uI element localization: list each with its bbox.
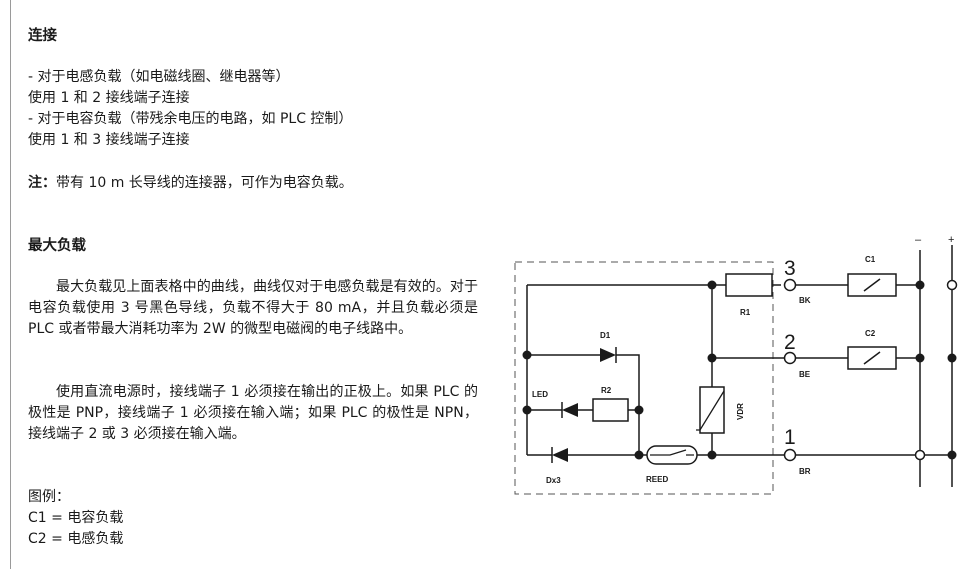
terminal-2-wire: BE xyxy=(799,370,811,379)
sensor-housing xyxy=(514,261,774,495)
c1-label: C1 xyxy=(865,255,876,264)
connection-line-4: 使用 1 和 3 接线端子连接 xyxy=(28,132,190,148)
vdr-label: VDR xyxy=(736,403,745,420)
terminal-1-number: 1 xyxy=(784,426,796,449)
connection-heading: 连接 xyxy=(28,28,57,44)
reed-contacts xyxy=(650,449,694,456)
connection-line-3: - 对于电容负载（带残余电压的电路，如 PLC 控制） xyxy=(28,111,353,127)
resistor-r2 xyxy=(592,398,629,422)
dx3-label: Dx3 xyxy=(546,476,561,485)
r2-label: R2 xyxy=(601,386,612,395)
max-load-paragraph-1: 最大负载见上面表格中的曲线，曲线仅对于电感负载是有效的。对于电容负载使用 3 号… xyxy=(28,279,478,337)
d1-label: D1 xyxy=(600,331,611,340)
legend-item-c1: C1 = 电容负载 xyxy=(28,510,124,526)
polarity-plus: + xyxy=(948,234,954,246)
rail-minus-junction xyxy=(914,449,926,461)
load-c1-mark xyxy=(863,278,881,292)
resistor-r1 xyxy=(725,273,773,297)
c2-label: C2 xyxy=(865,329,876,338)
terminal-1-wire: BR xyxy=(799,467,811,476)
polarity-minus: – xyxy=(915,234,922,246)
terminal-1 xyxy=(783,448,797,462)
diode-d1 xyxy=(600,348,616,362)
terminal-2-number: 2 xyxy=(784,331,796,354)
connection-line-1: - 对于电感负载（如电磁线圈、继电器等） xyxy=(28,69,290,85)
max-load-paragraph-2: 使用直流电源时，接线端子 1 必须接在输出的正极上。如果 PLC 的极性是 PN… xyxy=(28,384,478,442)
load-c2-mark xyxy=(863,351,881,365)
connection-note: 注：带有 10 m 长导线的连接器，可作为电容负载。 xyxy=(28,173,353,194)
reed-label: REED xyxy=(646,475,668,484)
note-text: 带有 10 m 长导线的连接器，可作为电容负载。 xyxy=(56,175,353,191)
led-label: LED xyxy=(532,390,548,399)
varistor-slash xyxy=(696,390,725,431)
page-border xyxy=(10,0,11,569)
terminal-3-wire: BK xyxy=(799,296,811,305)
diode-dx3 xyxy=(552,448,568,462)
legend-title: 图例： xyxy=(28,489,70,505)
r1-label: R1 xyxy=(740,308,751,317)
legend-item-c2: C2 = 电感负载 xyxy=(28,531,124,547)
terminal-3 xyxy=(783,278,797,292)
diode-led xyxy=(562,403,578,417)
terminal-2 xyxy=(783,351,797,365)
connection-line-2: 使用 1 和 2 接线端子连接 xyxy=(28,90,190,106)
note-label: 注： xyxy=(28,175,56,191)
max-load-heading: 最大负载 xyxy=(28,238,86,254)
wiring-diagram: – + 3 BK 2 BE 1 BR R1 R2 C1 C2 D1 LED RE… xyxy=(514,234,958,495)
junction-dots xyxy=(522,280,957,460)
rail-plus-junction xyxy=(946,279,958,291)
terminal-3-number: 3 xyxy=(784,257,796,280)
